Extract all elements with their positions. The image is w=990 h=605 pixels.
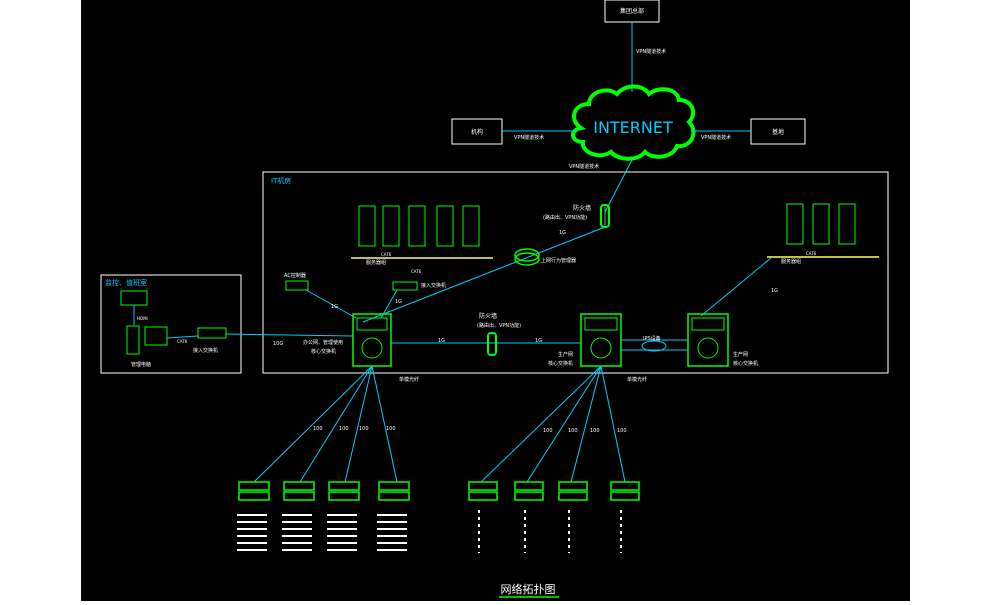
core-left-label: 办公网、管理使用 (303, 339, 343, 346)
ac-controller (285, 280, 309, 291)
link-100-l1: 100 (313, 426, 323, 432)
cat6-access: CAT6 (411, 269, 422, 274)
server-group-left (351, 205, 493, 259)
core-left-sub: 核心交换机 (311, 348, 336, 355)
vpn-left-label: VPN隧道技术 (514, 134, 544, 141)
desk-ports-left (237, 514, 407, 551)
fiber-left-1 (253, 365, 373, 483)
link-100-m4: 100 (617, 428, 627, 434)
fiber-left-3 (344, 365, 373, 483)
firewall-mid-label: 防火墙 (479, 312, 497, 320)
internet-label: INTERNET (593, 118, 673, 137)
monitor-room-frame (100, 274, 242, 374)
link-1g-fw: 1G (559, 230, 566, 236)
vpn-right-label: VPN隧道技术 (701, 134, 731, 141)
behavior-manager (514, 248, 540, 266)
fiber-mid-3 (570, 365, 602, 483)
monitor-screen (120, 290, 148, 306)
floor-switches-left (238, 481, 410, 501)
firewall-mid (487, 332, 497, 356)
link-1g-fw-mid: 1G (535, 338, 542, 344)
link-100-m1: 100 (543, 428, 553, 434)
core-right-sub: 核心交换机 (733, 360, 758, 367)
ac-link (305, 289, 357, 319)
vpn-bottom-label: VPN隧道技术 (569, 163, 599, 170)
link-10g-monitor: 10G (273, 341, 283, 347)
vpn-top-label: VPN隧道技术 (636, 48, 666, 55)
access-switch-label: 接入交换机 (421, 282, 446, 289)
ips-label: IPS设备 (643, 335, 661, 342)
firewall-core-link (362, 226, 606, 323)
access-switch-left (197, 327, 227, 339)
fiber-mid-4 (600, 365, 626, 483)
core-right-label: 生产网 (733, 351, 748, 358)
hq-label: 集团总部 (620, 7, 644, 15)
network-topology-diagram: IT机房 监控、值班室 集团总部 VPN隧道技术 INTERNET 机构 VPN… (100, 0, 889, 598)
left-site-label: 机构 (471, 128, 483, 136)
monitor-room-label: 监控、值班室 (105, 278, 147, 287)
ac-label: AC控制器 (284, 272, 306, 279)
link-1g-ac: 1G (331, 304, 338, 310)
access-switch-left-label: 接入交换机 (193, 347, 218, 354)
link-1g-access: 1G (395, 299, 402, 305)
core-mid-label: 生产网 (558, 351, 573, 358)
fiber-mid-1 (480, 365, 602, 483)
fiber-mid-label: 单模光纤 (627, 376, 647, 383)
firewall-top (600, 204, 610, 228)
link-1g-right: 1G (771, 288, 778, 294)
diagram-title: 网络拓扑图 (501, 582, 556, 596)
management-pc (126, 325, 168, 355)
desk-ports-mid (478, 510, 622, 553)
cat6-left: CAT6 (381, 252, 392, 257)
firewall-top-label: 防火墙 (573, 204, 591, 212)
link-100-l2: 100 (339, 426, 349, 432)
ips-device (641, 340, 667, 352)
server-group-right (767, 203, 879, 258)
monitor-pc-label: 管理电脑 (131, 361, 151, 368)
core-mid-sub: 核心交换机 (548, 360, 573, 367)
link-100-l4: 100 (386, 426, 396, 432)
it-room-label: IT机房 (271, 176, 291, 185)
fiber-left-label: 单模光纤 (399, 376, 419, 383)
internet-cloud: INTERNET (571, 84, 696, 161)
link-100-m3: 100 (590, 428, 600, 434)
it-room-frame (262, 171, 889, 374)
right-site-label: 基地 (772, 128, 784, 136)
cat6-right: CAT6 (806, 251, 817, 256)
access-switch (392, 281, 418, 291)
server-right-link (700, 257, 772, 317)
firewall-mid-sub: (路由出、VPN功能) (477, 322, 521, 329)
link-100-l3: 100 (359, 426, 369, 432)
behavior-label: 上网行为管理器 (541, 257, 576, 264)
server-group-right-label: 服务器组 (781, 258, 801, 265)
core-switch-right (687, 313, 729, 367)
core-switch-mid (580, 313, 622, 367)
internet-firewall-link (604, 157, 634, 213)
monitor-core-link (225, 333, 354, 337)
fiber-left-4 (371, 365, 398, 483)
pc-switch-link (166, 335, 199, 339)
link-1g-core: 1G (438, 338, 445, 344)
firewall-top-sub: (路由出、VPN功能) (543, 214, 587, 221)
link-100-m2: 100 (568, 428, 578, 434)
fiber-left-2 (299, 365, 373, 483)
cat6-monitor: CAT6 (177, 339, 188, 344)
core-switch-left (352, 313, 392, 367)
floor-switches-mid (468, 481, 640, 501)
server-group-left-label: 服务器组 (366, 259, 386, 266)
hdmi-label: HDMI (137, 316, 148, 321)
diagram-canvas: IT机房 监控、值班室 集团总部 VPN隧道技术 INTERNET 机构 VPN… (81, 0, 910, 601)
fiber-mid-2 (526, 365, 602, 483)
